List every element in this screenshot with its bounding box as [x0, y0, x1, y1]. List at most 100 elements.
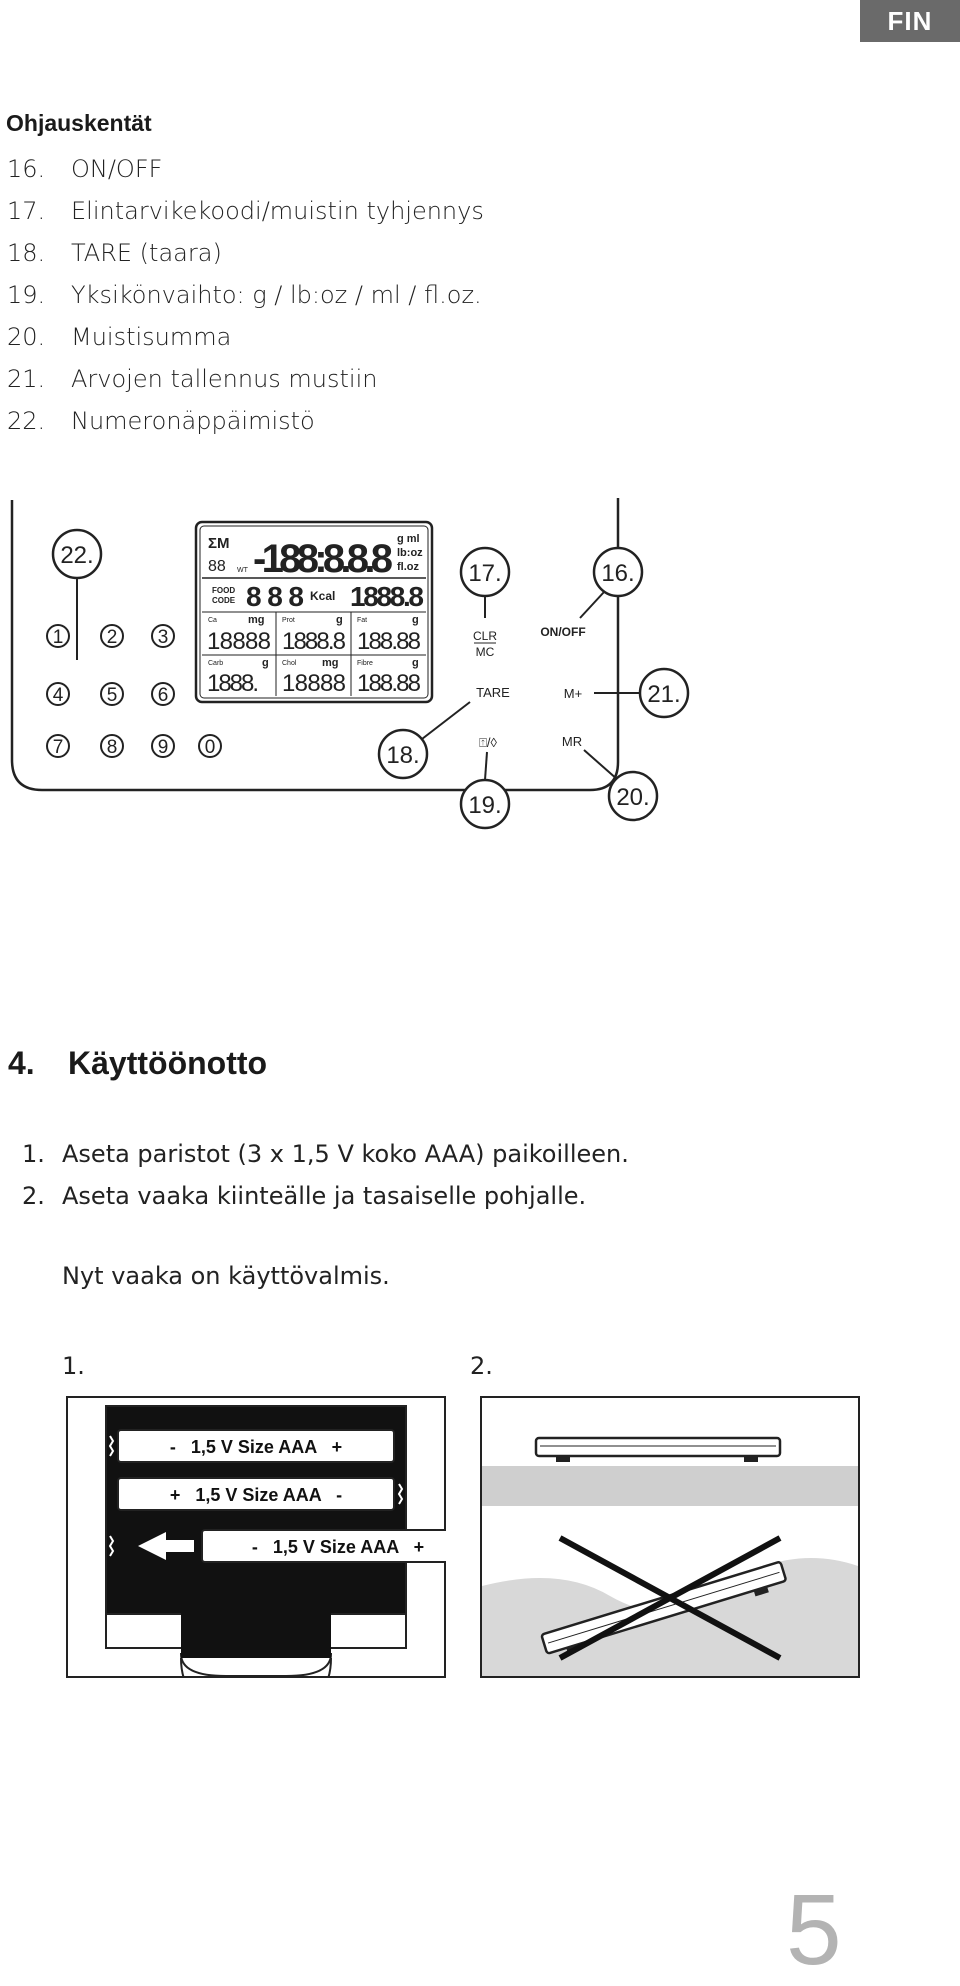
insert-arrow-icon [138, 1532, 194, 1560]
lcd-chol-label: Chol [282, 660, 297, 667]
callout-21-label: 21. [647, 681, 680, 708]
callout-20 [607, 770, 659, 822]
list-item: 19. Yksikönvaihto: g / lb:oz / ml / fl.oz… [0, 274, 484, 316]
battery-latch [179, 1653, 333, 1677]
lcd-fat-label: Fat [357, 617, 367, 624]
lcd-fat-unit: g [412, 614, 419, 626]
key-4 [46, 682, 70, 706]
control-panel-diagram: 1 2 3 4 5 6 7 8 9 0 22. ΣM 88 WT -188:8.… [10, 498, 690, 830]
callout-16-label: 16. [601, 560, 634, 587]
lcd-food: FOOD [212, 586, 235, 595]
key-1-label: 1 [53, 627, 64, 648]
lcd-ca-value: 18888 [207, 628, 271, 655]
callout-21 [638, 667, 690, 719]
key-4-label: 4 [53, 685, 64, 706]
key-6-label: 6 [158, 685, 169, 706]
lcd-unit-1: g ml [397, 533, 420, 545]
lcd-carb-value: 1888. [207, 670, 259, 697]
list-item: 20.Muistisumma [0, 316, 484, 358]
section-title-text: Käyttöönotto [68, 1045, 268, 1081]
lcd-fibre-label: Fibre [357, 660, 373, 667]
page-number: 5 [786, 1874, 842, 1986]
list-item: 21.Arvojen tallennus mustiin [0, 358, 484, 400]
lcd-sigma-m: ΣM [208, 535, 230, 552]
numeric-keypad: 1 2 3 4 5 6 7 8 9 0 [46, 624, 222, 758]
mc-button: MC [476, 645, 495, 659]
key-1 [46, 624, 70, 648]
key-9-label: 9 [158, 737, 169, 758]
step-text: Aseta vaaka kiinteälle ja tasaiselle poh… [62, 1182, 587, 1210]
battery-2 [117, 1477, 395, 1511]
key-6 [151, 682, 175, 706]
callout-20-label: 20. [616, 784, 649, 811]
battery-2-label: + 1,5 V Size AAA - [170, 1485, 342, 1505]
language-tab: FIN [860, 0, 960, 42]
item-number: 21. [7, 365, 46, 393]
lcd-chol-unit: mg [322, 657, 339, 669]
spring-icon [108, 1435, 115, 1457]
mplus-button: M+ [564, 686, 582, 701]
ready-text: Nyt vaaka on käyttövalmis. [62, 1262, 390, 1290]
step-number: 2. [22, 1182, 45, 1210]
list-item: 1. Aseta paristot (3 x 1,5 V koko AAA) pa… [22, 1133, 629, 1175]
item-number: 17. [7, 197, 46, 225]
key-0 [198, 734, 222, 758]
figure-1-label: 1. [62, 1352, 85, 1380]
callout-16 [592, 546, 644, 598]
lcd-fat-value: 188.88 [357, 628, 421, 655]
onoff-button: ON/OFF [540, 625, 585, 639]
lcd-small-digits: 88 [208, 558, 226, 575]
lcd-carb-unit: g [262, 657, 269, 669]
lcd-unit-2: lb:oz [397, 547, 423, 559]
key-7 [46, 734, 70, 758]
lcd-ca-label: Ca [208, 617, 217, 624]
callout-22-label: 22. [60, 542, 93, 569]
item-number: 18. [7, 239, 46, 267]
lcd-code-digits: 888 [246, 581, 304, 612]
tare-button: TARE [476, 685, 510, 700]
item-label: Yksikönvaihto: g / lb:oz / ml / fl.oz. [71, 281, 482, 309]
scale-flat [534, 1436, 782, 1458]
figure-2-label: 2. [470, 1352, 493, 1380]
callout-20-leader [583, 749, 619, 781]
item-number: 22. [7, 407, 46, 435]
battery-3 [201, 1529, 446, 1563]
item-number: 16. [7, 155, 46, 183]
item-number: 19. [7, 281, 46, 309]
key-8 [100, 734, 124, 758]
item-label: Muistisumma [71, 323, 232, 351]
key-0-label: 0 [205, 737, 216, 758]
panel-outline [10, 498, 620, 792]
lcd-display: ΣM 88 WT -188:8.8.8 g ml lb:oz fl.oz FOO… [194, 520, 434, 704]
battery-1-label: - 1,5 V Size AAA + [170, 1437, 342, 1457]
key-2 [100, 624, 124, 648]
unit-button: ⍐/◊ [479, 735, 497, 750]
battery-figure: - 1,5 V Size AAA + + 1,5 V Size AAA - - … [66, 1396, 446, 1678]
section-number: 4. [8, 1045, 35, 1081]
lcd-ca-unit: mg [248, 614, 265, 626]
lcd-fibre-unit: g [412, 657, 419, 669]
lcd-prot-value: 1888.8 [282, 628, 346, 655]
lcd-chol-value: 18888 [282, 670, 346, 697]
lcd-kcal: Kcal [310, 589, 335, 603]
key-2-label: 2 [107, 627, 118, 648]
spring-icon [108, 1535, 115, 1557]
item-label: TARE (taara) [71, 239, 222, 267]
mr-button: MR [562, 734, 582, 749]
key-5 [100, 682, 124, 706]
lcd-fibre-value: 188.88 [357, 670, 421, 697]
placement-figure [480, 1396, 860, 1678]
battery-1 [117, 1429, 395, 1463]
list-item: 2. Aseta vaaka kiinteälle ja tasaiselle p… [22, 1175, 629, 1217]
list-item: 18. TARE (taara) [0, 232, 484, 274]
list-item: 16.ON/OFF [0, 148, 484, 190]
item-label: Elintarvikekoodi/muistin tyhjennys [71, 197, 484, 225]
lcd-prot-label: Prot [282, 617, 295, 624]
step-number: 1. [22, 1140, 45, 1168]
callout-18-label: 18. [386, 742, 419, 769]
spring-icon [397, 1483, 404, 1505]
callout-18-leader [421, 701, 471, 740]
step-text: Aseta paristot (3 x 1,5 V koko AAA) paik… [62, 1140, 629, 1168]
callout-19-label: 19. [468, 792, 501, 819]
lcd-code: CODE [212, 596, 236, 605]
